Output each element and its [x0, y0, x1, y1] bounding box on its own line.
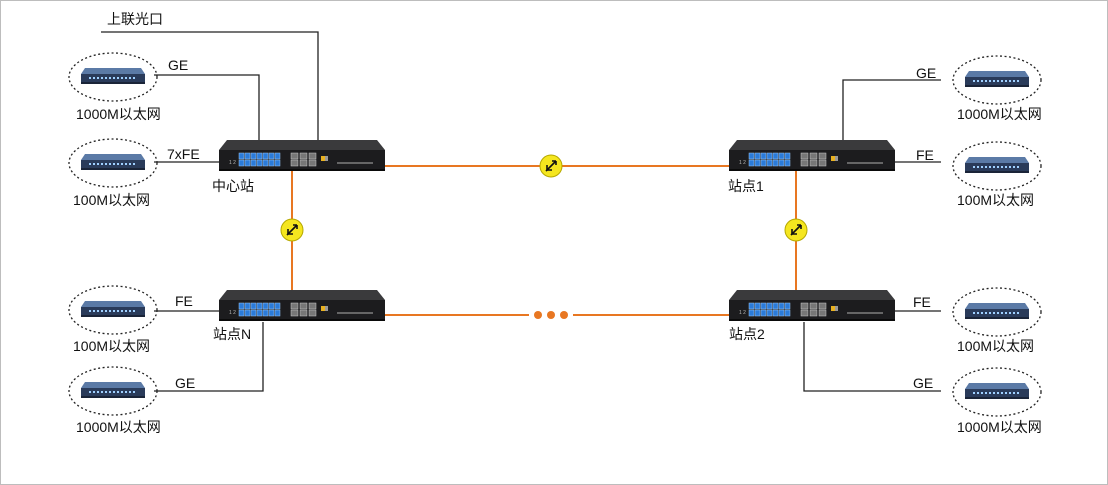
sn-lan-fe-cloud [68, 285, 158, 335]
ethernet-switch-icon [965, 383, 1029, 399]
central-fe-label: 7xFE [167, 146, 200, 162]
s2-lan-fe-label: 100M以太网 [957, 338, 1035, 354]
ellipsis-icon [534, 311, 568, 319]
central-station-name: 中心站 [212, 178, 254, 194]
s2-ge-line [803, 322, 941, 392]
bidirectional-arrow-icon [784, 218, 808, 242]
central-lan-ge-cloud [68, 52, 158, 102]
s1-name: 站点1 [728, 178, 764, 194]
sn-lan-ge-cloud [68, 366, 158, 416]
fiber-multiplexer-icon [728, 139, 896, 172]
s2-name: 站点2 [729, 326, 765, 342]
s2-fe-label: FE [913, 294, 931, 310]
s1-ge-line [842, 79, 941, 141]
ethernet-switch-icon [81, 68, 145, 84]
sn-name: 站点N [213, 326, 252, 342]
fiber-multiplexer-icon [218, 139, 386, 172]
s2-lan-ge-label: 1000M以太网 [957, 419, 1042, 435]
uplink-label: 上联光口 [107, 11, 163, 27]
sn-ge-line [154, 322, 264, 392]
sn-lan-fe-label: 100M以太网 [73, 338, 151, 354]
s2-lan-ge-cloud [952, 367, 1042, 417]
ethernet-switch-icon [965, 71, 1029, 87]
ethernet-switch-icon [965, 157, 1029, 173]
s1-lan-fe-cloud [952, 141, 1042, 191]
fiber-multiplexer-icon [218, 289, 386, 322]
sn-fe-label: FE [175, 293, 193, 309]
fiber-multiplexer-icon [728, 289, 896, 322]
uplink-line [101, 31, 319, 141]
s1-lan-fe-label: 100M以太网 [957, 192, 1035, 208]
central-lan-ge-label: 1000M以太网 [76, 106, 161, 122]
s1-fe-label: FE [916, 147, 934, 163]
ethernet-switch-icon [81, 154, 145, 170]
s1-lan-ge-label: 1000M以太网 [957, 106, 1042, 122]
ethernet-switch-icon [81, 301, 145, 317]
copper-links [101, 31, 941, 392]
bidirectional-arrow-icon [539, 154, 563, 178]
s2-ge-label: GE [913, 375, 934, 391]
sn-ge-label: GE [175, 375, 196, 391]
central-lan-fe-label: 100M以太网 [73, 192, 151, 208]
s2-lan-fe-cloud [952, 287, 1042, 337]
ethernet-switch-icon [965, 303, 1029, 319]
s1-lan-ge-cloud [952, 55, 1042, 105]
central-ge-line [154, 74, 260, 141]
central-ge-label: GE [168, 57, 189, 73]
lan-clouds [68, 52, 1042, 417]
ethernet-switch-icon [81, 382, 145, 398]
bidirectional-arrow-icon [280, 218, 304, 242]
s1-ge-label: GE [916, 65, 937, 81]
central-lan-fe-cloud [68, 138, 158, 188]
sn-lan-ge-label: 1000M以太网 [76, 419, 161, 435]
